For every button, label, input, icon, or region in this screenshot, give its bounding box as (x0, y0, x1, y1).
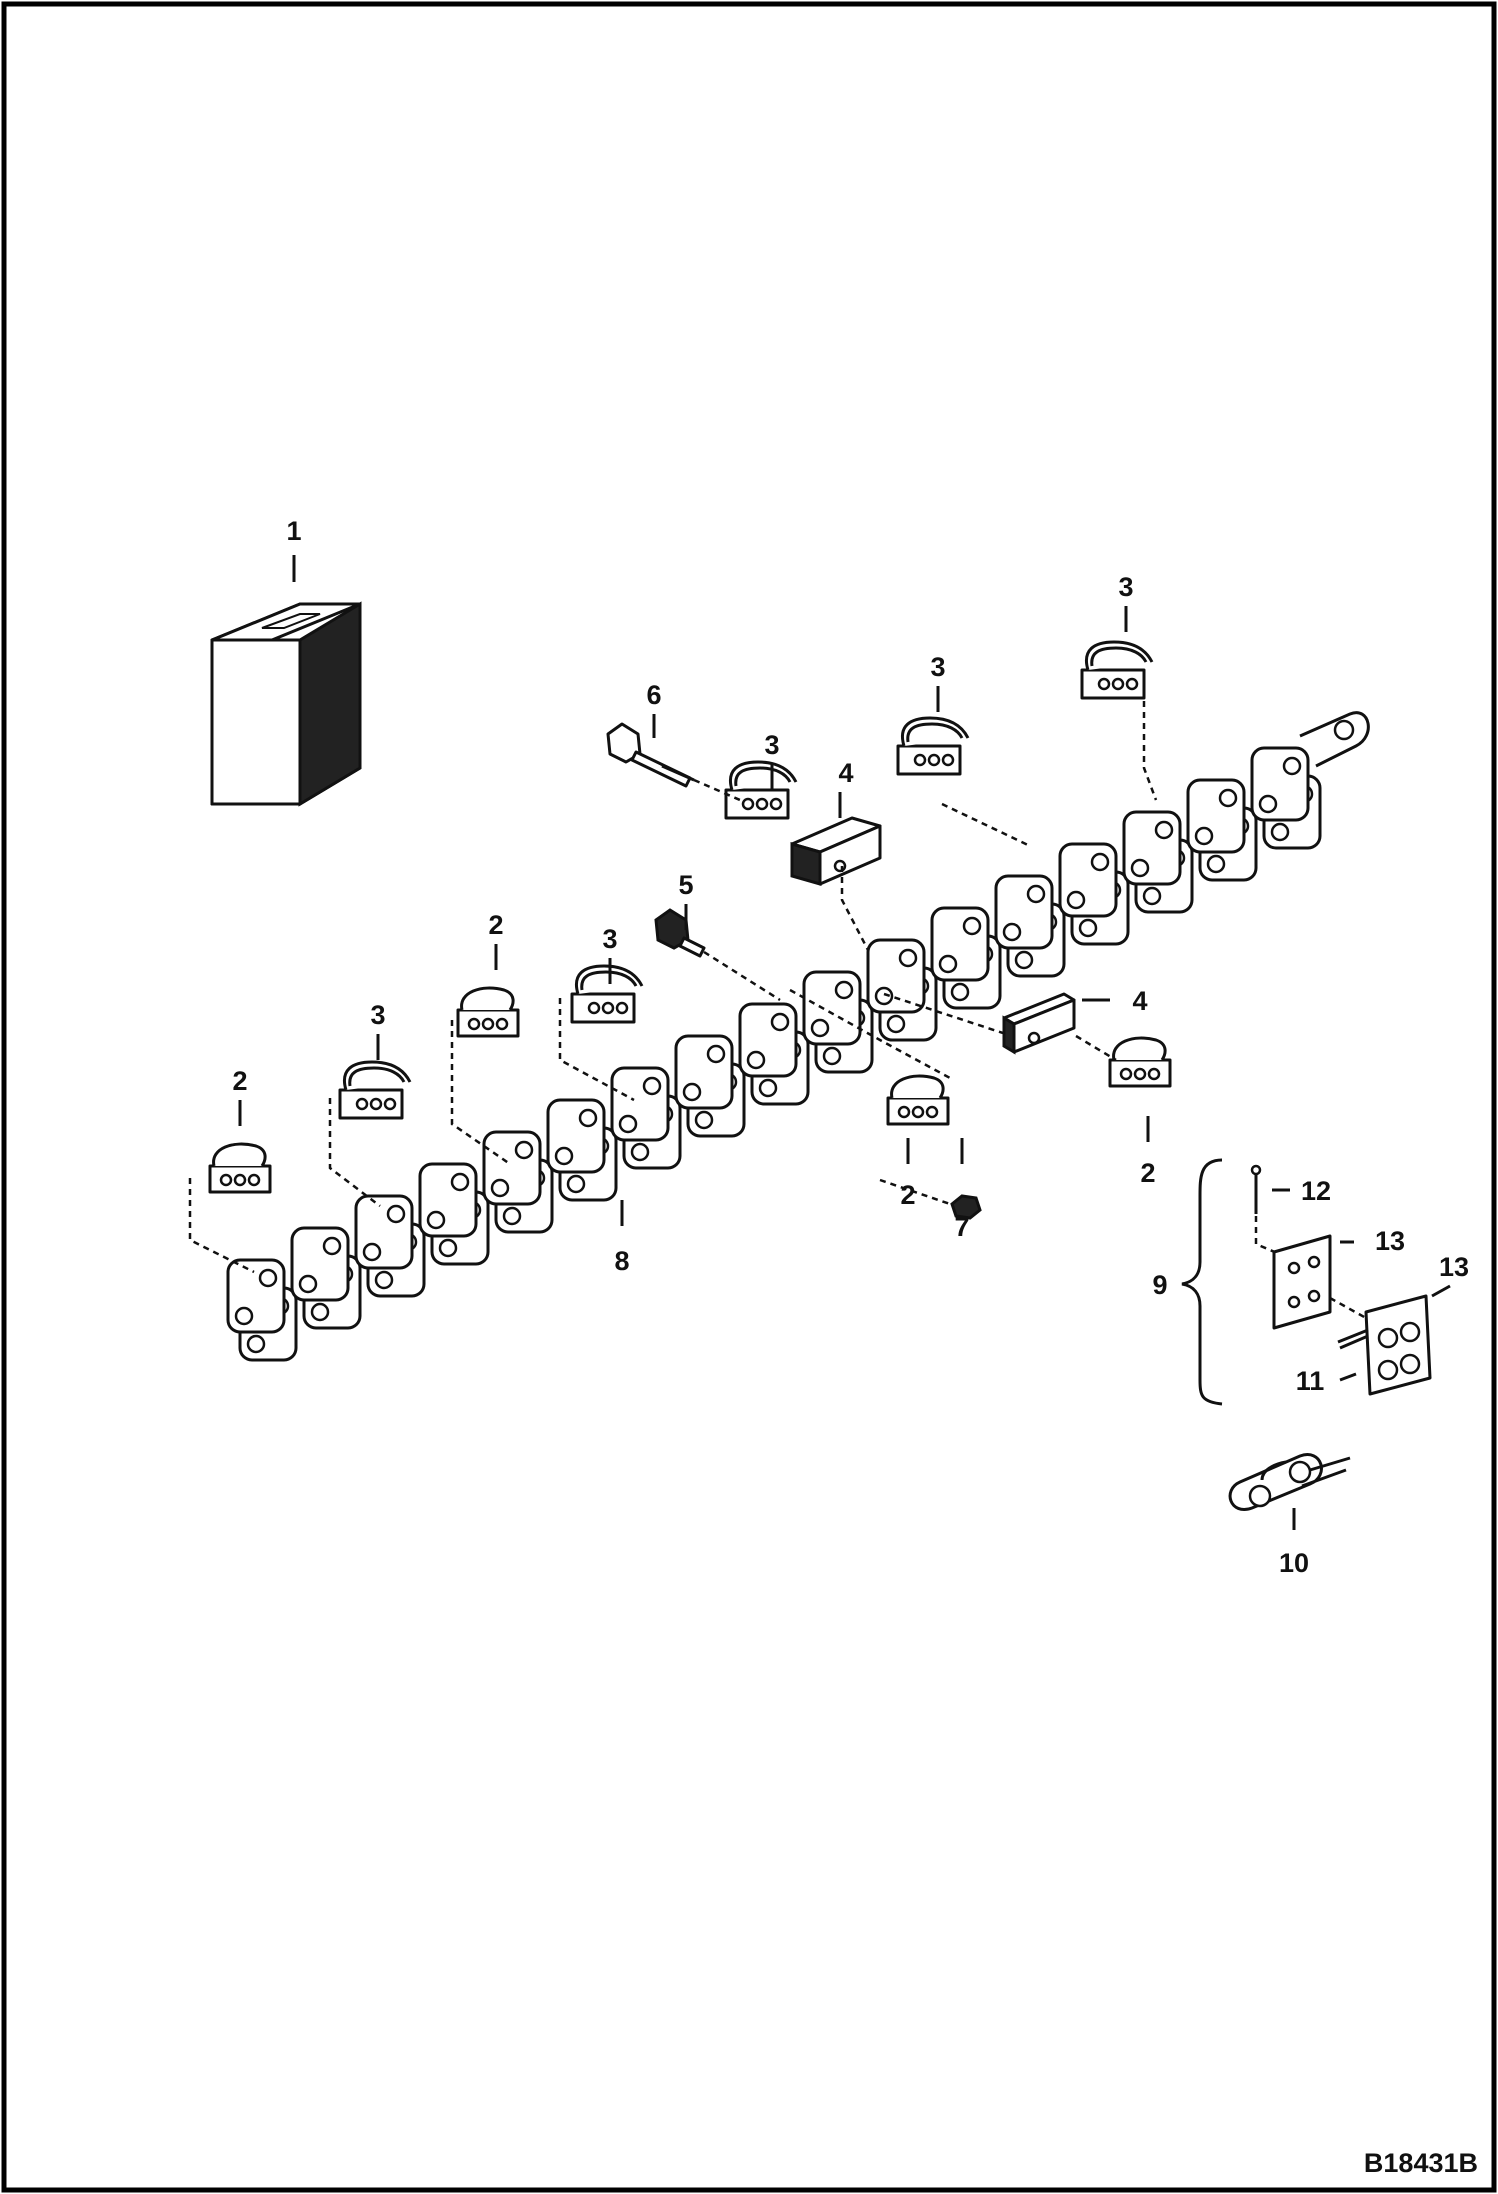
cup-3b (570, 964, 644, 1024)
block-4a (790, 816, 882, 886)
drawing-code: B18431B (1364, 2148, 1478, 2178)
master-link-kit (1181, 1158, 1432, 1511)
callout-labels: 1 2 2 2 2 3 3 3 3 3 4 4 5 6 7 8 9 10 11 … (232, 516, 1469, 1578)
callout-5: 5 (678, 870, 693, 900)
callout-7: 7 (954, 1212, 969, 1242)
callout-2d: 2 (1140, 1158, 1155, 1188)
callout-3b: 3 (602, 924, 617, 954)
callout-3d: 3 (930, 652, 945, 682)
callout-11: 11 (1296, 1366, 1325, 1396)
callout-10: 10 (1279, 1548, 1309, 1578)
callout-leaders (238, 555, 1451, 1530)
assembly-guides (188, 690, 1158, 1274)
callout-6: 6 (646, 680, 661, 710)
tooth-2d (1108, 1036, 1172, 1088)
callout-8: 8 (614, 1246, 629, 1276)
callout-4a: 4 (838, 758, 853, 788)
tooth-2a (208, 1142, 272, 1194)
bolt-long (606, 722, 695, 788)
cup-3c (724, 760, 798, 820)
callout-13a: 13 (1375, 1226, 1405, 1256)
callout-2b: 2 (488, 910, 503, 940)
cup-3a (338, 1060, 412, 1120)
cup-3e (1080, 640, 1154, 700)
callout-3a: 3 (370, 1000, 385, 1030)
nut (950, 1194, 982, 1220)
chain-upper-row (226, 711, 1370, 1334)
cup-3d (896, 716, 970, 776)
part-box (210, 601, 362, 807)
tooth-2c (886, 1074, 950, 1126)
callout-9: 9 (1152, 1270, 1167, 1300)
callout-3c: 3 (764, 730, 779, 760)
callout-4b: 4 (1132, 986, 1147, 1016)
bolt-short (654, 908, 706, 958)
block-4b (1002, 992, 1076, 1055)
callout-1: 1 (286, 516, 301, 546)
callout-13b: 13 (1439, 1252, 1469, 1282)
callout-3e: 3 (1118, 572, 1133, 602)
callout-2c: 2 (900, 1180, 915, 1210)
tooth-2b (456, 986, 520, 1038)
callout-2a: 2 (232, 1066, 247, 1096)
callout-12: 12 (1301, 1176, 1331, 1206)
